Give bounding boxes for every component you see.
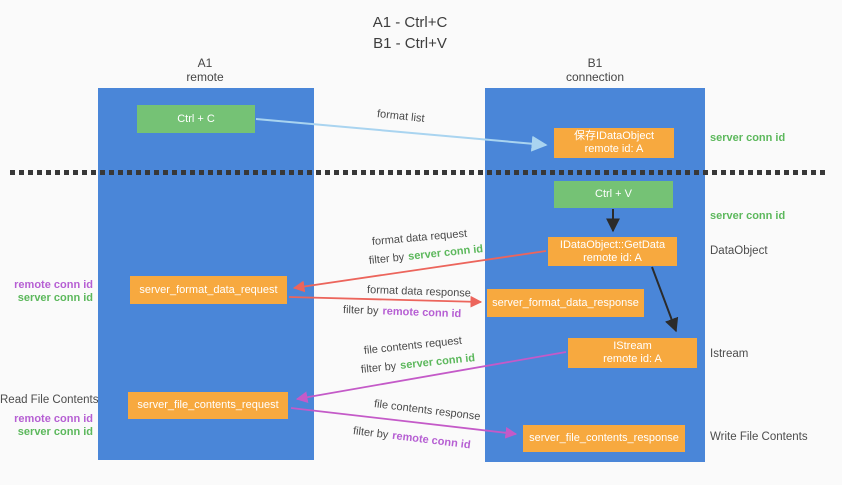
label-remote-conn-id-highlight: remote conn id: [391, 429, 472, 452]
annotation-server-conn-id-top: server conn id: [710, 132, 786, 144]
node-save-idataobject: 保存IDataObject remote id: A: [554, 128, 674, 158]
annotation-write-file-contents: Write File Contents: [710, 431, 808, 443]
node-getdata-line2: remote id: A: [583, 251, 642, 264]
lane-a1-name: A1: [197, 56, 213, 70]
lane-header-b1: B1 connection: [495, 56, 695, 84]
node-ctrl-v-label: Ctrl + V: [595, 188, 632, 200]
label-server-conn-id-highlight: server conn id: [399, 352, 476, 372]
lane-a1-role: remote: [186, 70, 224, 84]
diagram-title: A1 - Ctrl+C B1 - Ctrl+V: [310, 12, 510, 54]
node-save-idataobject-line2: remote id: A: [584, 143, 644, 155]
annotation-server-conn-id-mid: server conn id: [710, 210, 786, 222]
label-filter-by-text: filter by: [360, 360, 397, 376]
node-server-file-contents-request: server_file_contents_request: [128, 392, 288, 419]
title-line-1: A1 - Ctrl+C: [372, 14, 448, 31]
node-istream-line1: IStream: [613, 340, 652, 352]
label-format-list: format list: [376, 108, 426, 125]
node-ctrl-c-label: Ctrl + C: [177, 112, 215, 125]
annotation-dataobject: DataObject: [710, 245, 768, 257]
node-ctrl-v: Ctrl + V: [554, 181, 673, 208]
lane-b1-role: connection: [565, 70, 625, 84]
node-format-request-label: server_format_data_request: [139, 283, 278, 296]
node-server-format-data-request: server_format_data_request: [130, 276, 287, 304]
label-file-contents-response: file contents response: [373, 398, 482, 424]
section-divider-dotted-line: [10, 170, 825, 175]
node-file-response-label: server_file_contents_response: [529, 432, 679, 444]
node-server-format-data-response: server_format_data_response: [487, 289, 644, 317]
node-idataobject-getdata: IDataObject::GetData remote id: A: [548, 237, 677, 266]
label-format-data-response: format data response: [366, 284, 472, 300]
label-filter-by-text: filter by: [342, 304, 379, 318]
lane-b1-name: B1: [587, 56, 603, 70]
label-server-conn-id-highlight: server conn id: [407, 243, 484, 263]
node-getdata-line1: IDataObject::GetData: [559, 238, 666, 251]
node-save-idataobject-line1: 保存IDataObject: [573, 130, 655, 142]
node-server-file-contents-response: server_file_contents_response: [523, 425, 685, 452]
annotation-remote-conn-id-2: remote conn id: [14, 413, 93, 425]
label-remote-conn-id-highlight: remote conn id: [382, 305, 462, 321]
annotation-remote-conn-id-1: remote conn id: [14, 279, 93, 291]
node-istream: IStream remote id: A: [568, 338, 697, 368]
label-filter-by-text: filter by: [368, 251, 405, 267]
title-line-2: B1 - Ctrl+V: [373, 35, 447, 52]
label-filter-by-text: filter by: [352, 425, 389, 442]
node-istream-line2: remote id: A: [603, 353, 662, 365]
node-format-response-label: server_format_data_response: [492, 296, 639, 309]
lane-header-a1: A1 remote: [105, 56, 305, 84]
node-ctrl-c: Ctrl + C: [137, 105, 255, 133]
annotation-server-conn-id-1: server conn id: [17, 292, 93, 304]
node-file-request-label: server_file_contents_request: [137, 399, 279, 411]
annotation-server-conn-id-2: server conn id: [17, 426, 93, 438]
annotation-read-file-contents: Read File Contents: [0, 394, 99, 406]
annotation-istream: Istream: [710, 348, 749, 360]
